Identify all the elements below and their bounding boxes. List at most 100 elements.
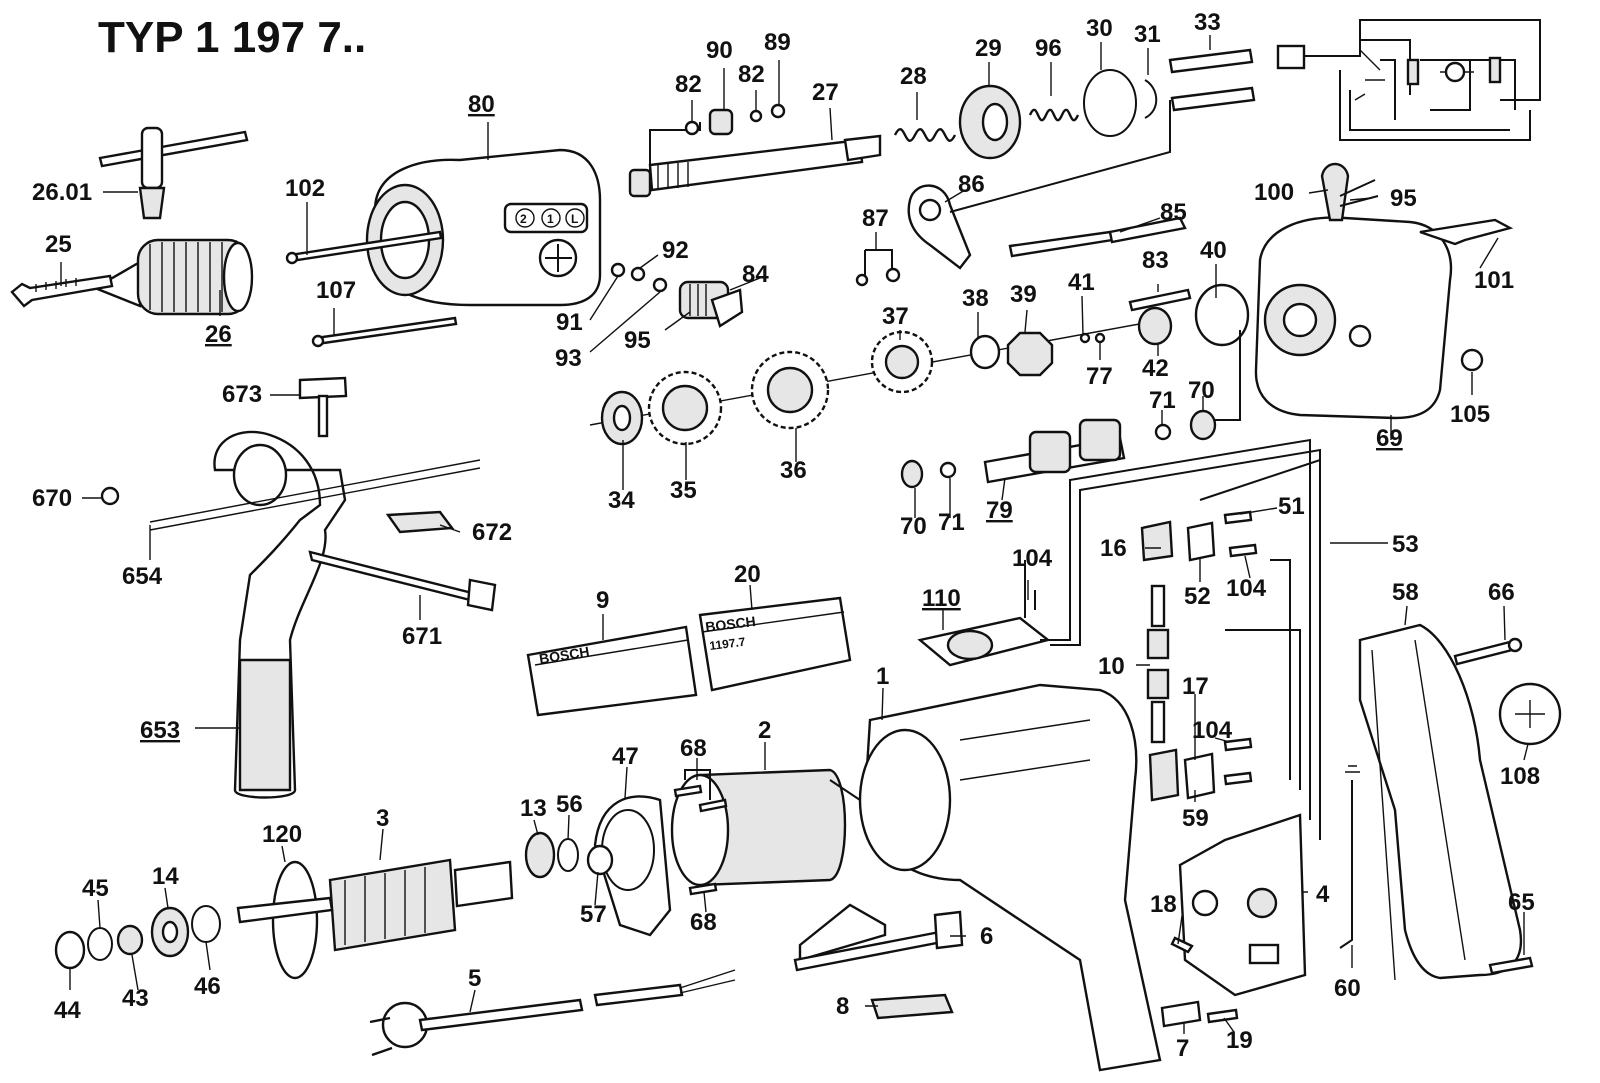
screws-87 [855, 249, 901, 287]
electronic-module-4 [1178, 813, 1307, 997]
label-52: 52 [1184, 583, 1211, 610]
label-90: 90 [706, 37, 733, 64]
switch-mark-l: L [571, 212, 578, 226]
label-69: 69 [1376, 425, 1403, 452]
diagram-title: TYP 1 197 7.. [98, 13, 366, 62]
spring-bearing-ring [893, 69, 1158, 160]
plate-20-model: 1197.7 [709, 635, 747, 653]
label-7: 7 [1176, 1035, 1189, 1062]
screws-102-107 [285, 230, 458, 348]
switch-trigger-110 [917, 560, 1051, 667]
part-labels: 26.01 25 26 102 107 80 82 90 82 89 27 28… [32, 9, 1540, 1062]
label-83: 83 [1142, 247, 1169, 274]
ground-wire-60 [1339, 765, 1360, 949]
label-108: 108 [1500, 763, 1540, 790]
label-59: 59 [1182, 805, 1209, 832]
label-5: 5 [468, 965, 481, 992]
label-40: 40 [1200, 237, 1227, 264]
handle-shell-58 [1358, 623, 1562, 981]
label-37: 37 [882, 303, 909, 330]
label-86: 86 [958, 171, 985, 198]
label-79: 79 [986, 497, 1013, 524]
spindle-assembly [628, 122, 882, 198]
label-71-b: 71 [938, 509, 965, 536]
plate-9-logo: BOSCH [538, 643, 590, 667]
wire-harness [1040, 438, 1321, 840]
label-671: 671 [402, 623, 442, 650]
chuck-screw [10, 274, 114, 308]
cable-clamp-7-19 [1160, 936, 1239, 1028]
label-58: 58 [1392, 579, 1419, 606]
label-36: 36 [780, 457, 807, 484]
label-31: 31 [1134, 21, 1161, 48]
label-672: 672 [472, 519, 512, 546]
label-104-a: 104 [1012, 545, 1053, 572]
label-91: 91 [556, 309, 583, 336]
bearing-set-rear [54, 905, 221, 970]
label-33: 33 [1194, 9, 1221, 36]
label-42: 42 [1142, 355, 1169, 382]
label-56: 56 [556, 791, 583, 818]
label-26: 26 [205, 321, 232, 348]
label-13: 13 [520, 795, 547, 822]
label-26-01: 26.01 [32, 179, 92, 206]
cable-clamp-6 [793, 903, 964, 1020]
label-95-a: 95 [624, 327, 651, 354]
label-87: 87 [862, 205, 889, 232]
label-35: 35 [670, 477, 697, 504]
chuck-key [98, 126, 249, 220]
label-4: 4 [1316, 881, 1330, 908]
plate-20-logo: BOSCH [704, 613, 756, 635]
label-70-a: 70 [1188, 377, 1215, 404]
label-670: 670 [32, 485, 72, 512]
power-cord-5 [369, 969, 736, 1057]
label-29: 29 [975, 35, 1002, 62]
label-107: 107 [316, 277, 356, 304]
label-70-b: 70 [900, 513, 927, 540]
label-20: 20 [734, 561, 761, 588]
gear-housing: 2 1 L [365, 148, 602, 307]
label-16: 16 [1100, 535, 1127, 562]
drill-chuck [92, 238, 254, 316]
label-28: 28 [900, 63, 927, 90]
label-46: 46 [194, 973, 221, 1000]
label-82-b: 82 [738, 61, 765, 88]
label-85: 85 [1160, 199, 1187, 226]
side-handle [100, 376, 497, 799]
stator-2 [670, 768, 861, 887]
nameplate-20: BOSCH 1197.7 [698, 596, 852, 692]
label-25: 25 [45, 231, 72, 258]
label-89: 89 [764, 29, 791, 56]
label-100: 100 [1254, 179, 1294, 206]
label-30: 30 [1086, 15, 1113, 42]
label-6: 6 [980, 923, 993, 950]
label-8: 8 [836, 993, 849, 1020]
label-95-b: 95 [1390, 185, 1417, 212]
label-47: 47 [612, 743, 639, 770]
brush-holders [1140, 510, 1258, 802]
label-51: 51 [1278, 493, 1305, 520]
label-10: 10 [1098, 653, 1125, 680]
gear-lever-86-85 [907, 100, 1187, 270]
label-39: 39 [1010, 281, 1037, 308]
main-housing [858, 683, 1162, 1072]
label-104-b: 104 [1226, 575, 1267, 602]
label-120: 120 [262, 821, 302, 848]
label-68-b: 68 [690, 909, 717, 936]
label-60: 60 [1334, 975, 1361, 1002]
label-38: 38 [962, 285, 989, 312]
label-105: 105 [1450, 401, 1490, 428]
label-27: 27 [812, 79, 839, 106]
gear-train [589, 283, 1250, 446]
label-84: 84 [742, 261, 769, 288]
label-19: 19 [1226, 1027, 1253, 1054]
pinion-shaft-79 [900, 330, 1241, 489]
label-673: 673 [222, 381, 262, 408]
armature-3 [236, 831, 614, 980]
screws-68 [673, 769, 728, 896]
label-654: 654 [122, 563, 163, 590]
label-80: 80 [468, 91, 495, 118]
label-110: 110 [922, 585, 961, 612]
label-101: 101 [1474, 267, 1514, 294]
